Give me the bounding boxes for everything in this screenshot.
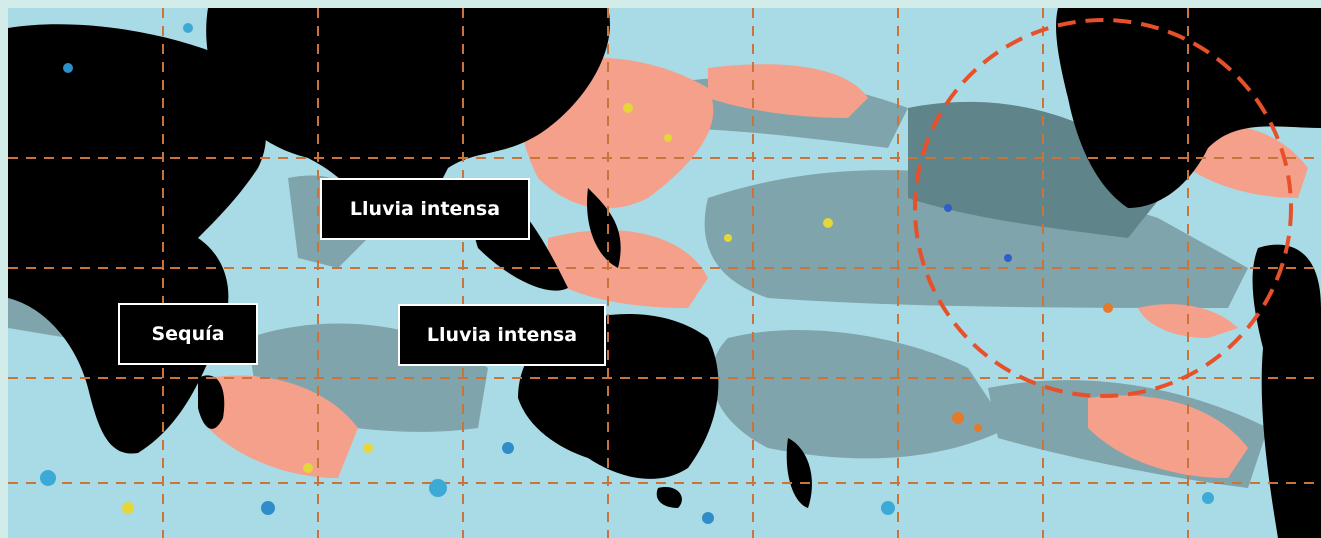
data-speckles [40,23,1214,524]
label-drought: Sequía [118,303,258,365]
japan-landmass [528,8,581,77]
warm-anomaly-southeast-pacific [1088,395,1248,478]
map-graphic [8,8,1321,538]
region-highlight-circle [913,18,1293,398]
ocean-anomaly-map: Lluvia intensa Sequía Lluvia intensa [8,8,1321,538]
warm-anomaly-equator-west [548,230,708,308]
ocean-grey-band-south-central [711,329,1008,459]
tasmania-landmass [656,487,682,508]
philippines-landmass [587,188,621,268]
warm-anomaly-north-pacific [708,64,868,118]
madagascar-landmass [198,375,225,429]
lat-lon-grid [8,8,1321,538]
new-zealand-landmass [786,438,812,508]
warm-anomaly-indian-south [208,375,358,478]
asia-landmass [206,8,610,238]
south-america-landmass [1252,244,1321,538]
label-heavy-rain-north: Lluvia intensa [320,178,530,240]
warm-anomaly-caribbean [1188,124,1308,198]
label-heavy-rain-south: Lluvia intensa [398,304,606,366]
